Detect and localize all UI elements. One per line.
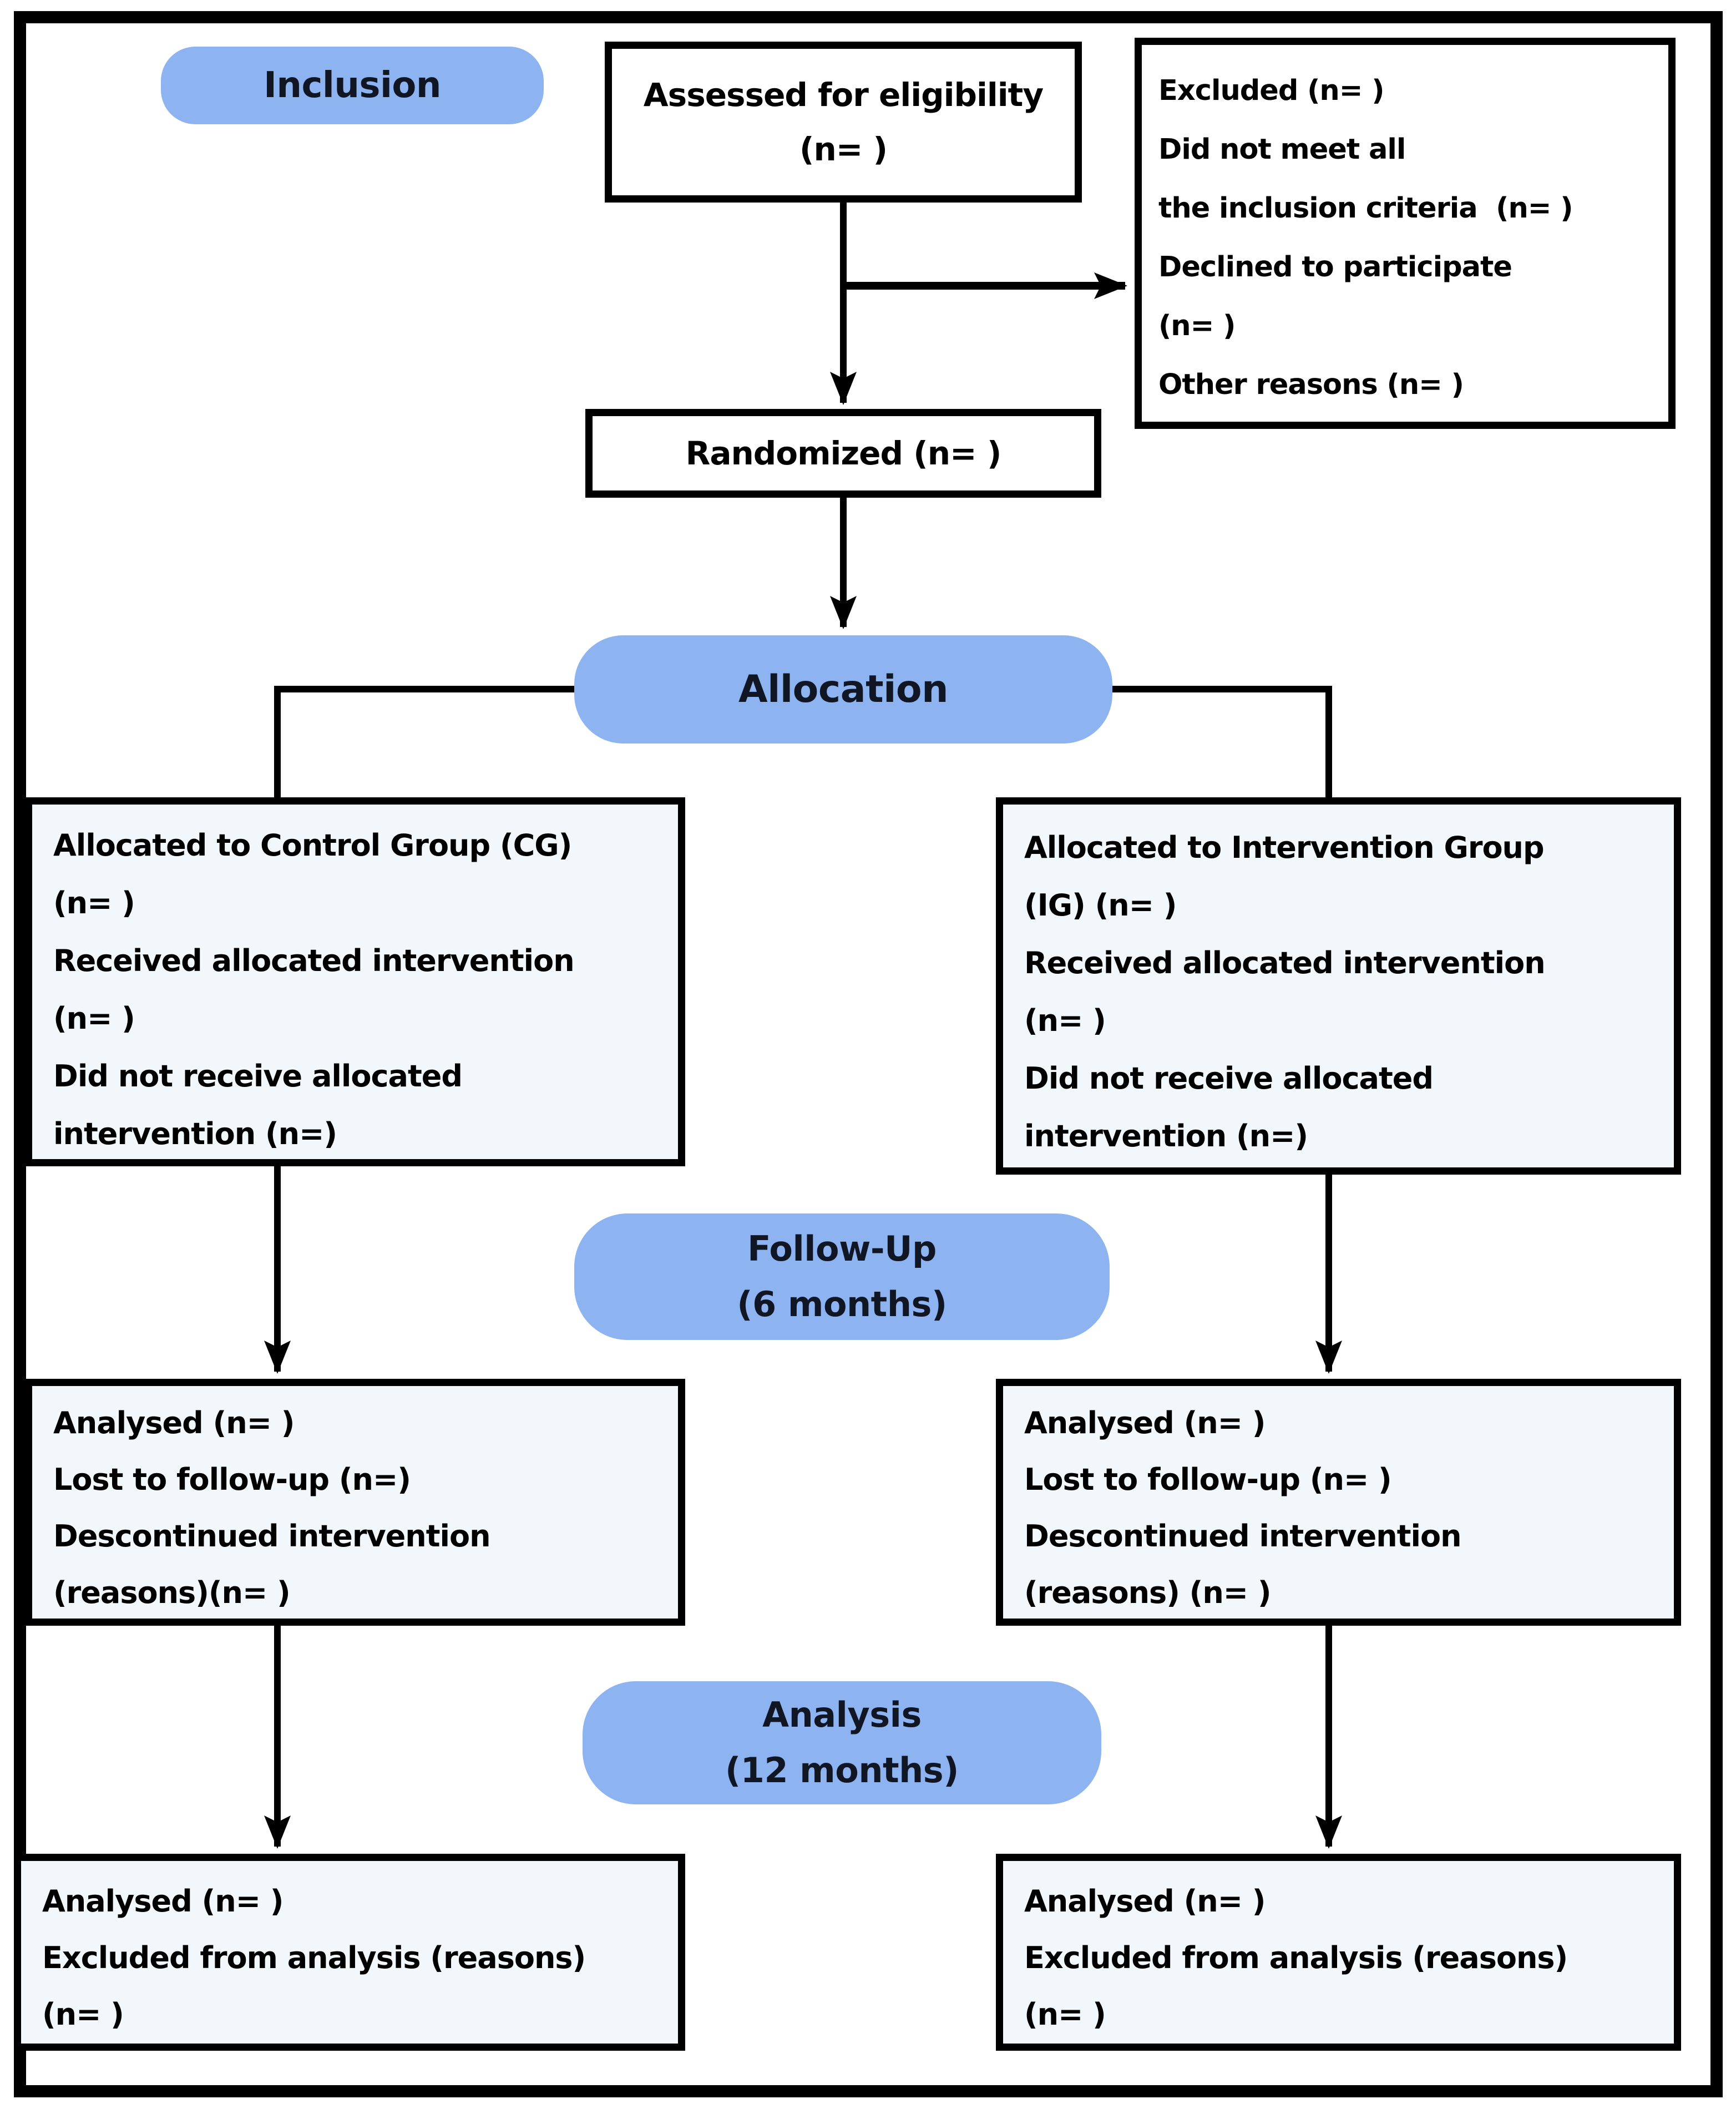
box-excluded: Excluded (n= ) Did not meet all the incl…	[1135, 38, 1676, 429]
phase-pill-followup: Follow-Up (6 months)	[574, 1213, 1110, 1340]
box-followup-intervention-group: Analysed (n= ) Lost to follow-up (n= ) D…	[996, 1379, 1681, 1626]
box-followup-control-group: Analysed (n= ) Lost to follow-up (n=) De…	[25, 1379, 685, 1626]
box-randomized: Randomized (n= )	[585, 409, 1101, 498]
box-analysis-control-group: Analysed (n= ) Excluded from analysis (r…	[14, 1854, 685, 2051]
box-allocated-control-group: Allocated to Control Group (CG) (n= ) Re…	[25, 797, 685, 1166]
outer-border	[14, 11, 1723, 2097]
box-assessed-for-eligibility: Assessed for eligibility (n= )	[605, 42, 1082, 203]
phase-pill-allocation: Allocation	[574, 635, 1112, 744]
phase-pill-inclusion: Inclusion	[161, 47, 544, 124]
phase-pill-analysis: Analysis (12 months)	[583, 1681, 1101, 1804]
box-allocated-intervention-group: Allocated to Intervention Group (IG) (n=…	[996, 797, 1681, 1175]
box-analysis-intervention-group: Analysed (n= ) Excluded from analysis (r…	[996, 1854, 1681, 2051]
